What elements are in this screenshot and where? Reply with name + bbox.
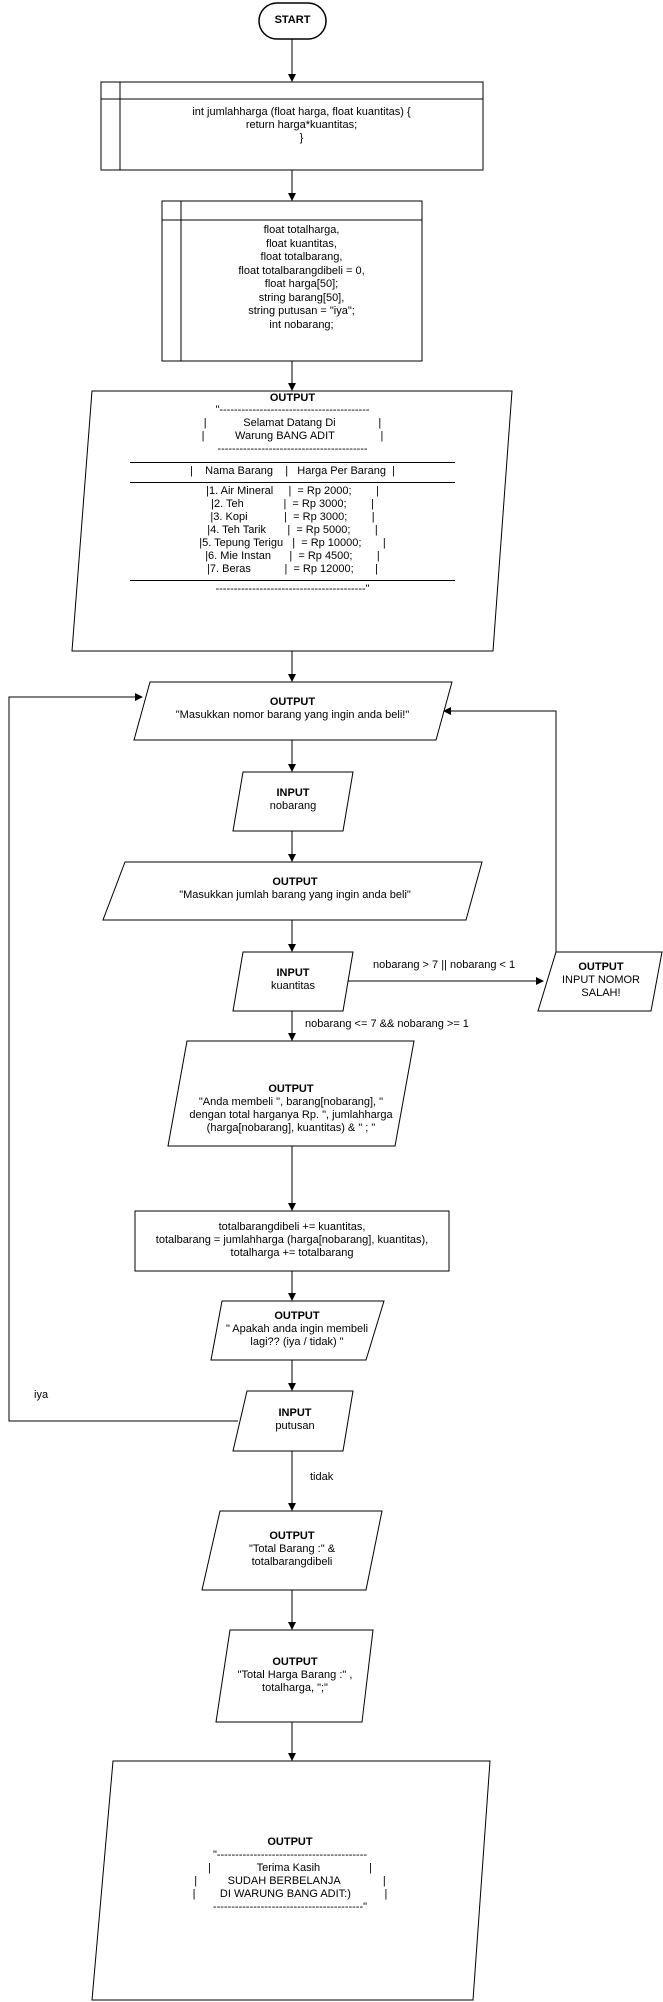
input-nobarang-node: INPUT nobarang xyxy=(238,787,348,813)
condition-valid-label: nobarang <= 7 && nobarang >= 1 xyxy=(305,1018,469,1030)
menu-separator: ----------------------------------------… xyxy=(217,443,368,456)
output-total-harga-shape xyxy=(215,1629,374,1723)
output-jumlah-shape xyxy=(102,861,483,921)
input-nobarang-text: nobarang xyxy=(269,800,317,812)
output-total-barang-shape xyxy=(201,1510,383,1591)
menu-welcome-1: | Selamat Datang Di | xyxy=(203,417,382,430)
output-membeli-text: "Anda membeli ", barang[nobarang], " den… xyxy=(189,1096,393,1134)
menu-welcome-2: | Warung BANG ADIT | xyxy=(201,430,384,443)
output-end-line: ----------------------------------------… xyxy=(212,1900,368,1913)
output-total-barang-title: OUTPUT xyxy=(269,1530,315,1542)
output-end-title: OUTPUT xyxy=(267,1836,313,1848)
output-salah-node: OUTPUT INPUT NOMOR SALAH! xyxy=(545,961,657,1000)
output-total-harga-text: "Total Harga Barang :" , totalharga, ";" xyxy=(237,1669,353,1694)
menu-item: |7. Beras | = Rp 12000; | xyxy=(207,563,378,576)
input-putusan-shape xyxy=(232,1390,354,1452)
process-total-text: totalbarangdibeli += kuantitas, totalbar… xyxy=(155,1221,429,1259)
output-end-line: "---------------------------------------… xyxy=(212,1848,368,1861)
menu-open-quote: "---------------------------------------… xyxy=(215,404,370,417)
output-lagi-node: OUTPUT " Apakah anda ingin membeli lagi?… xyxy=(212,1310,382,1349)
output-end-shape xyxy=(91,1760,491,2001)
menu-output-text: OUTPUT "--------------------------------… xyxy=(130,392,455,596)
input-kuantitas-shape xyxy=(232,951,354,1012)
input-nobarang-shape xyxy=(232,771,354,832)
function-definition-text: int jumlahharga (float harga, float kuan… xyxy=(192,106,411,144)
output-total-harga-node: OUTPUT "Total Harga Barang :" , totalhar… xyxy=(220,1656,370,1695)
output-lagi-title: OUTPUT xyxy=(274,1310,320,1322)
output-end-line: | Terima Kasih | xyxy=(208,1861,372,1874)
output-jumlah-node: OUTPUT "Masukkan jumlah barang yang ingi… xyxy=(115,876,475,902)
input-kuantitas-text: kuantitas xyxy=(270,980,316,992)
output-membeli-title: OUTPUT xyxy=(268,1083,314,1095)
menu-table-header: | Nama Barang | Harga Per Barang | xyxy=(190,465,395,478)
output-jumlah-title: OUTPUT xyxy=(272,876,318,888)
menu-item: |5. Tepung Terigu | = Rp 10000; | xyxy=(199,537,386,550)
output-nomor-shape xyxy=(133,681,453,741)
output-nomor-node: OUTPUT "Masukkan nomor barang yang ingin… xyxy=(140,696,445,722)
output-end-node: OUTPUT "--------------------------------… xyxy=(140,1836,440,1914)
menu-item: |2. Teh | = Rp 3000; | xyxy=(211,498,374,511)
output-total-harga-title: OUTPUT xyxy=(272,1656,318,1668)
output-membeli-node: OUTPUT "Anda membeli ", barang[nobarang]… xyxy=(172,1083,410,1135)
output-nomor-title: OUTPUT xyxy=(269,696,316,708)
menu-item: |1. Air Mineral | = Rp 2000; | xyxy=(206,485,379,498)
input-putusan-text: putusan xyxy=(275,1420,315,1432)
output-salah-shape xyxy=(537,951,663,1012)
input-kuantitas-title: INPUT xyxy=(276,967,310,979)
menu-output-shape xyxy=(71,390,513,652)
output-nomor-text: "Masukkan nomor barang yang ingin anda b… xyxy=(175,709,410,721)
condition-invalid-label: nobarang > 7 || nobarang < 1 xyxy=(373,959,516,971)
output-total-barang-text: "Total Barang :" & totalbarangdibeli xyxy=(248,1543,336,1568)
output-end-line: | DI WARUNG BANG ADIT:) | xyxy=(192,1887,388,1900)
input-kuantitas-node: INPUT kuantitas xyxy=(238,967,348,993)
start-label: START xyxy=(274,14,311,26)
input-nobarang-title: INPUT xyxy=(276,787,310,799)
input-putusan-title: INPUT xyxy=(278,1407,312,1419)
menu-item: |4. Teh Tarik | = Rp 5000; | xyxy=(207,524,378,537)
branch-tidak-label: tidak xyxy=(310,1471,334,1483)
declarations-text: float totalharga, float kuantitas, float… xyxy=(238,224,365,331)
output-end-line: | SUDAH BERBELANJA | xyxy=(194,1874,386,1887)
input-putusan-node: INPUT putusan xyxy=(240,1407,350,1433)
menu-item: |6. Mie Instan | = Rp 4500; | xyxy=(205,550,380,563)
output-salah-title: OUTPUT xyxy=(578,961,624,973)
output-jumlah-text: "Masukkan jumlah barang yang ingin anda … xyxy=(179,889,411,901)
output-lagi-text: " Apakah anda ingin membeli lagi?? (iya … xyxy=(225,1323,369,1348)
output-membeli-shape xyxy=(167,1040,415,1147)
output-salah-text: INPUT NOMOR SALAH! xyxy=(561,974,641,999)
menu-title: OUTPUT xyxy=(269,392,316,404)
output-total-barang-node: OUTPUT "Total Barang :" & totalbarangdib… xyxy=(210,1530,374,1569)
menu-close-quote: ----------------------------------------… xyxy=(215,583,370,596)
output-lagi-shape xyxy=(210,1300,385,1361)
branch-iya-label: iya xyxy=(34,1389,49,1401)
menu-item: |3. Kopi | = Rp 3000; | xyxy=(210,511,375,524)
